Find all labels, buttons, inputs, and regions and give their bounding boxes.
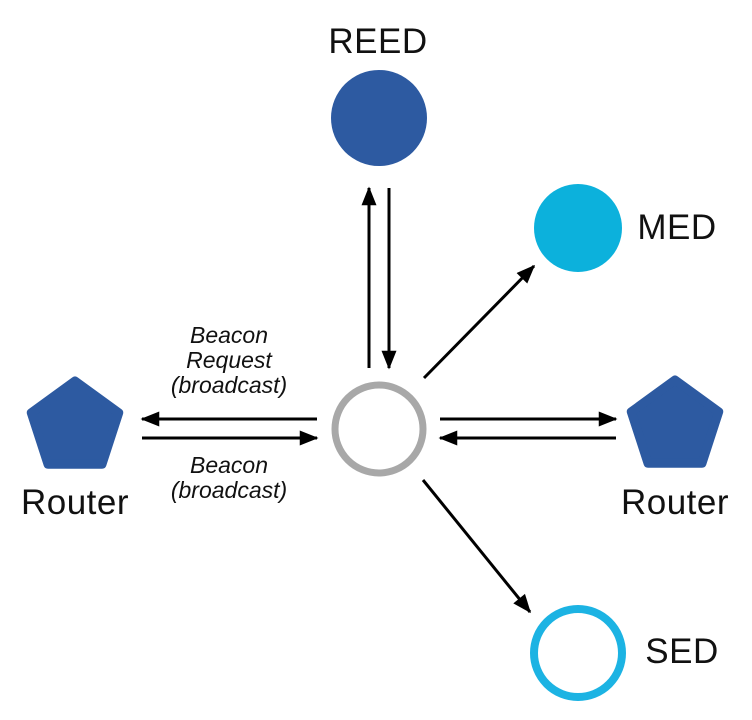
router-right-node <box>626 375 724 468</box>
sed-node <box>530 605 626 701</box>
reed-label: REED <box>328 22 428 61</box>
router-right-label: Router <box>620 483 730 522</box>
beacon-request-label: Beacon Request (broadcast) <box>170 322 288 398</box>
arrow-center-to-sed <box>421 479 532 614</box>
reed-node <box>331 70 427 166</box>
router-left-label: Router <box>20 483 130 522</box>
coordinator-node <box>331 381 427 477</box>
edges-layer <box>140 186 618 614</box>
router-left-node <box>26 376 124 469</box>
med-node <box>534 184 622 272</box>
beacon-label: Beacon (broadcast) <box>170 452 288 503</box>
med-label: MED <box>637 208 717 247</box>
nodes-layer <box>26 70 724 701</box>
arrow-center-to-med <box>422 264 536 380</box>
sed-label: SED <box>645 632 719 671</box>
